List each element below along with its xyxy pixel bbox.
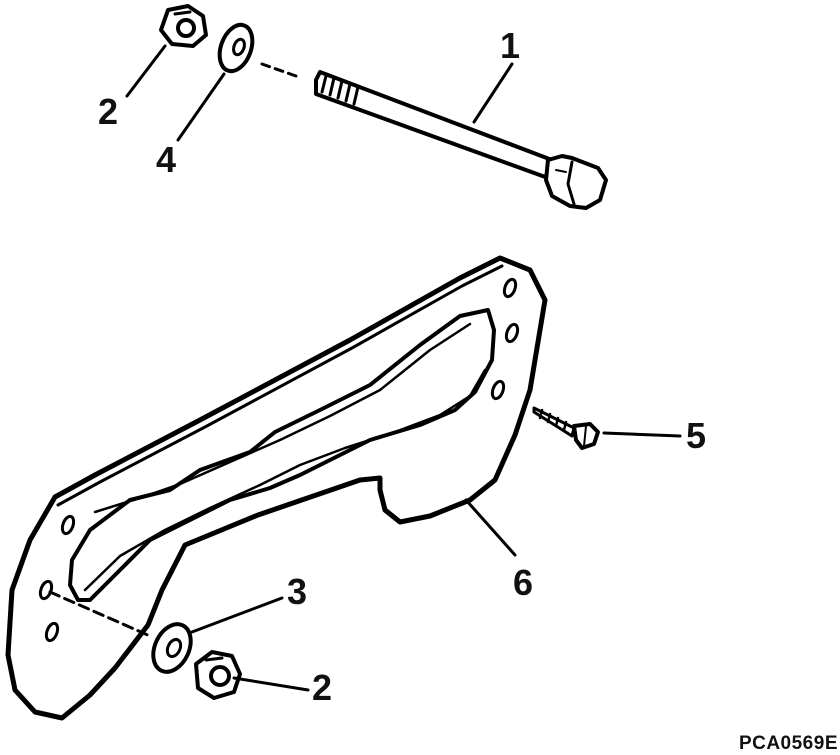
leader-2-bottom xyxy=(232,676,310,692)
leader-lines xyxy=(125,44,682,692)
callout-nut-top: 2 xyxy=(98,91,119,132)
callout-screw: 5 xyxy=(686,415,707,456)
nut-top xyxy=(159,4,208,48)
screw xyxy=(532,406,600,450)
callout-washer-bottom: 3 xyxy=(287,571,308,612)
callout-washer-top: 4 xyxy=(156,139,177,180)
leader-5 xyxy=(602,431,682,438)
leader-2-top xyxy=(125,44,167,98)
washer-top xyxy=(217,22,255,74)
mounting-plate xyxy=(5,255,548,721)
nut-bottom xyxy=(194,650,242,700)
leader-6 xyxy=(464,498,517,557)
leader-4 xyxy=(176,72,226,142)
axis-line-top xyxy=(260,62,298,78)
leader-1 xyxy=(472,62,514,124)
callout-nut-bottom: 2 xyxy=(312,667,333,708)
bolt xyxy=(314,70,608,210)
axis-line-bottom xyxy=(48,590,152,638)
washer-bottom xyxy=(151,622,193,674)
leader-3 xyxy=(190,596,284,634)
figure-id-label: PCA0569E xyxy=(738,733,838,754)
callout-bolt: 1 xyxy=(500,25,521,66)
callout-plate: 6 xyxy=(513,562,534,603)
